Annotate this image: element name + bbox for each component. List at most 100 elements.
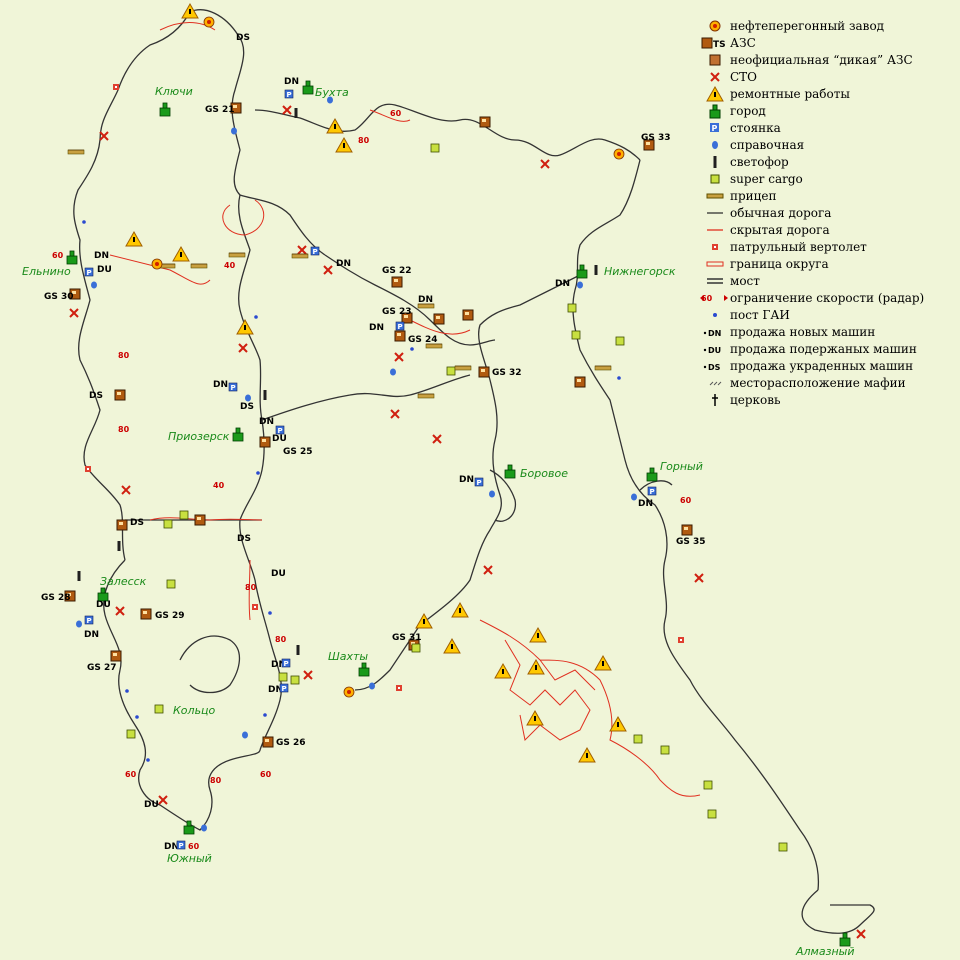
gas-station-label: GS 29 — [155, 611, 185, 621]
speed-limit: 80 — [245, 583, 257, 592]
legend-label: церковь — [730, 392, 781, 407]
hidden-road-icon — [707, 228, 723, 231]
parking-icon — [275, 425, 285, 436]
road-priozersk — [238, 194, 282, 751]
legend-label: город — [730, 103, 766, 118]
speed-limit: 80 — [118, 425, 130, 434]
super-cargo-icon — [411, 643, 421, 653]
legend-item: обычная дорога — [700, 204, 958, 221]
gas-station-icon — [391, 276, 403, 288]
police-post-icon — [125, 689, 129, 693]
info-points — [76, 96, 637, 832]
city-label-priozersk[interactable]: Приозерск — [168, 430, 230, 443]
super-cargo-icon — [154, 704, 164, 714]
traffic-light-icon — [294, 108, 298, 118]
service-station-icon — [710, 71, 720, 82]
city-label-klyuchi[interactable]: Ключи — [155, 85, 193, 98]
info-icon — [631, 493, 637, 501]
roadwork-icon — [443, 638, 461, 654]
city-label-koltso[interactable]: Кольцо — [173, 704, 216, 717]
hidden-roads — [109, 22, 701, 797]
new-cars-label: DN — [94, 251, 109, 261]
roadwork-icon — [494, 663, 512, 679]
city-label-bukhta[interactable]: Бухта — [315, 86, 349, 99]
trailer-icon — [417, 303, 435, 309]
new-cars-label: DN — [84, 630, 99, 640]
roadwork-icon — [451, 602, 469, 618]
city-label-zalessk[interactable]: Залесск — [100, 575, 147, 588]
mafia-icon — [709, 381, 722, 385]
info-icon — [91, 281, 97, 289]
city-label-yuzhny[interactable]: Южный — [167, 852, 212, 865]
city-icon — [302, 80, 314, 95]
city-label-shakhty[interactable]: Шахты — [328, 650, 368, 663]
info-icon — [489, 490, 495, 498]
trailer-icon — [417, 393, 435, 399]
legend-item: P стоянка — [700, 119, 958, 136]
gas-station-icon — [110, 650, 122, 662]
helicopters — [85, 84, 684, 691]
used-cars-label: DU — [144, 800, 159, 810]
legend-label: пост ГАИ — [730, 307, 790, 322]
road-bukhta — [254, 103, 641, 161]
city-label-elnino[interactable]: Ельнино — [22, 265, 71, 278]
info-icon — [577, 281, 583, 289]
city-icon — [232, 427, 244, 442]
gas-station-label: GS 27 — [87, 663, 117, 673]
road-south — [103, 559, 261, 831]
legend-label: светофор — [730, 154, 789, 169]
speed-limit: 80 — [358, 136, 370, 145]
traffic-light-icon — [713, 155, 717, 168]
parking-points — [84, 89, 657, 851]
gas-station-label: GS 32 — [492, 368, 522, 378]
gas-station-icon — [681, 524, 693, 536]
info-icon — [327, 96, 333, 104]
helicopter-icon — [678, 637, 684, 643]
legend-label: ограничение скорости (радар) — [730, 290, 925, 305]
service-station-icon — [323, 265, 333, 275]
city-label-almazny[interactable]: Алмазный — [795, 945, 854, 958]
road-koltso — [179, 635, 241, 694]
speed-limit: 80 — [210, 776, 222, 785]
roadwork-icon — [706, 85, 724, 101]
legend-label: СТО — [730, 69, 758, 84]
refinery-icon — [709, 20, 721, 31]
parking-icon — [84, 615, 94, 626]
police-post-icon — [254, 315, 258, 319]
helicopter-icon — [113, 84, 119, 90]
traffic-light-icon — [263, 390, 267, 400]
trailer-icon — [190, 263, 208, 269]
legend-label: ремонтные работы — [730, 86, 850, 101]
super-cargo-icon — [571, 330, 581, 340]
gas-station-icon — [259, 436, 271, 448]
super-cargo-icon — [430, 143, 440, 153]
roadwork-icon — [578, 747, 596, 763]
super-cargo-icon — [126, 729, 136, 739]
legend-label: нефтеперегонный завод — [730, 18, 885, 33]
parking-icon — [176, 840, 186, 851]
svg-text:60: 60 — [701, 294, 713, 303]
gas-station-icon — [574, 376, 586, 388]
city-label-nizhnegorsk[interactable]: Нижнегорск — [604, 265, 676, 278]
service-station-icon — [297, 245, 307, 255]
traffic-light-icon — [594, 265, 598, 275]
speed-limit: 80 — [275, 635, 287, 644]
police-post-icon — [713, 312, 717, 317]
gas-station-label: GS 21 — [205, 105, 235, 115]
new-cars-label: DN — [459, 475, 474, 485]
speed-limit: 60 — [680, 496, 692, 505]
gas-station-icon — [114, 389, 126, 401]
speed-limit-icon: 60 — [700, 294, 728, 303]
used-cars-icon: DU — [703, 346, 721, 355]
city-icon — [709, 104, 721, 118]
city-label-borovoe[interactable]: Боровое — [520, 467, 568, 480]
city-label-gorny[interactable]: Горный — [660, 460, 703, 473]
legend-item: ремонтные работы — [700, 85, 958, 102]
helicopter-icon — [712, 243, 718, 250]
roadworks — [125, 3, 627, 763]
city-icon — [504, 464, 516, 479]
gas-station-icon — [433, 313, 445, 325]
super-cargo-icon — [778, 842, 788, 852]
gas-station-label: GS 22 — [382, 266, 412, 276]
trailer-icon — [454, 365, 472, 371]
